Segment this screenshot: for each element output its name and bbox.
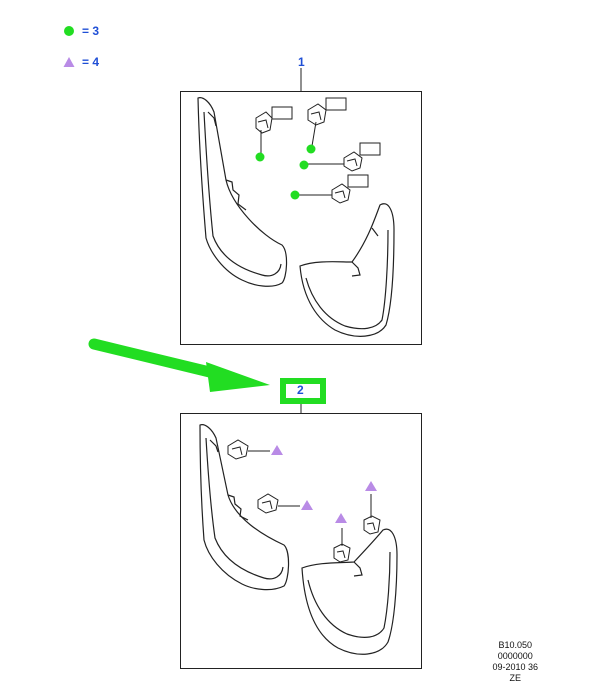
purple-triangle-icon: [335, 513, 347, 523]
legend-row-purple: = 4: [62, 53, 99, 71]
clip-1d: [331, 174, 369, 204]
green-dot-markers: [260, 121, 344, 196]
purple-triangle-icon: [301, 500, 313, 510]
clip-2b: [257, 493, 279, 514]
legend-text-purple: = 4: [82, 55, 100, 69]
purple-triangle-icon: [271, 445, 283, 455]
callout-label-1: 1: [298, 55, 305, 69]
clip-1c: [343, 142, 381, 172]
callout-label-2: 2: [297, 383, 304, 397]
purple-triangle-markers: [248, 450, 372, 546]
panel-2: [180, 413, 422, 669]
legend-text-green: = 3: [82, 24, 100, 38]
green-dot-icon: [299, 160, 309, 170]
reference-footer: B10.050 0000000 09-2010 36 ZE: [492, 640, 538, 684]
footer-line: B10.050: [498, 640, 532, 650]
panel-1: [180, 91, 422, 345]
green-arrow-icon: [88, 338, 270, 392]
clip-2c: [333, 543, 351, 563]
right-mudflap-1: [299, 203, 395, 337]
clip-2d: [363, 515, 381, 535]
purple-triangle-icon: [365, 481, 377, 491]
callout-2-highlight: [280, 378, 326, 404]
purple-triangle-icon: [63, 57, 75, 67]
green-dot-icon: [290, 190, 300, 200]
legend-row-green: = 3: [62, 22, 99, 40]
green-dot-icon: [64, 26, 74, 36]
left-mudflap-1: [197, 97, 288, 287]
right-mudflap-2: [301, 528, 398, 655]
clip-1a: [255, 106, 293, 134]
clip-1b: [307, 97, 347, 126]
green-dot-icon: [255, 152, 265, 162]
left-mudflap-2: [199, 424, 290, 591]
footer-line: 09-2010 36: [492, 662, 538, 672]
footer-line: ZE: [509, 673, 521, 683]
clip-2a: [227, 439, 249, 460]
green-dot-icon: [306, 144, 316, 154]
footer-line: 0000000: [497, 651, 533, 661]
